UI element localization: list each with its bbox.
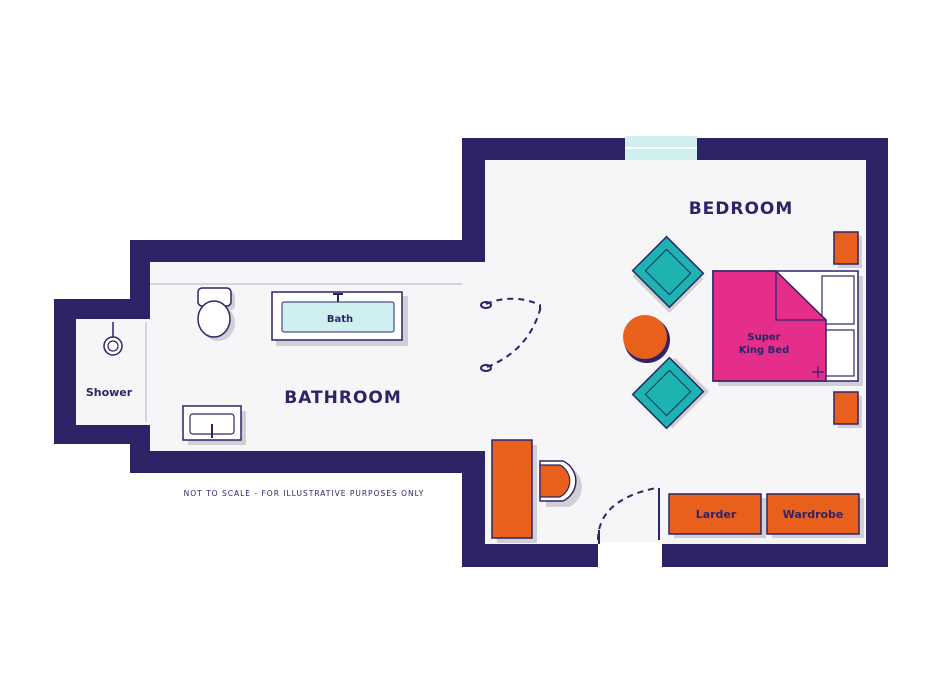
larder: Larder [668,493,766,538]
desk-chair [539,460,582,507]
armchair-top [631,235,705,314]
super-king-bed: Super King Bed [712,270,863,386]
shower-floor [76,319,152,425]
larder-label: Larder [696,508,737,521]
bed-label-line1: Super [747,332,780,343]
bedroom-title: BEDROOM [689,199,794,219]
round-table [623,315,670,363]
shower-head-icon [103,322,123,356]
bath: Bath [271,291,408,346]
window [625,136,697,160]
shower-label: Shower [86,386,133,399]
toilet-icon [197,287,235,341]
bathroom-title: BATHROOM [284,388,402,408]
entrance-door [597,487,660,544]
scale-disclaimer: NOT TO SCALE - FOR ILLUSTRATIVE PURPOSES… [184,489,425,498]
wardrobe-label: Wardrobe [783,508,844,521]
bathroom-door-gap [460,302,488,370]
sink-icon [182,405,246,445]
bathroom-door [480,297,542,372]
wardrobe: Wardrobe [766,493,864,538]
armchair-bottom [631,356,710,430]
bed-label-line2: King Bed [739,345,790,356]
desk [491,439,537,543]
nightstand-top [833,231,862,268]
nightstand-bottom [833,391,862,428]
entrance-door-gap [598,542,662,568]
bath-label: Bath [327,314,353,325]
